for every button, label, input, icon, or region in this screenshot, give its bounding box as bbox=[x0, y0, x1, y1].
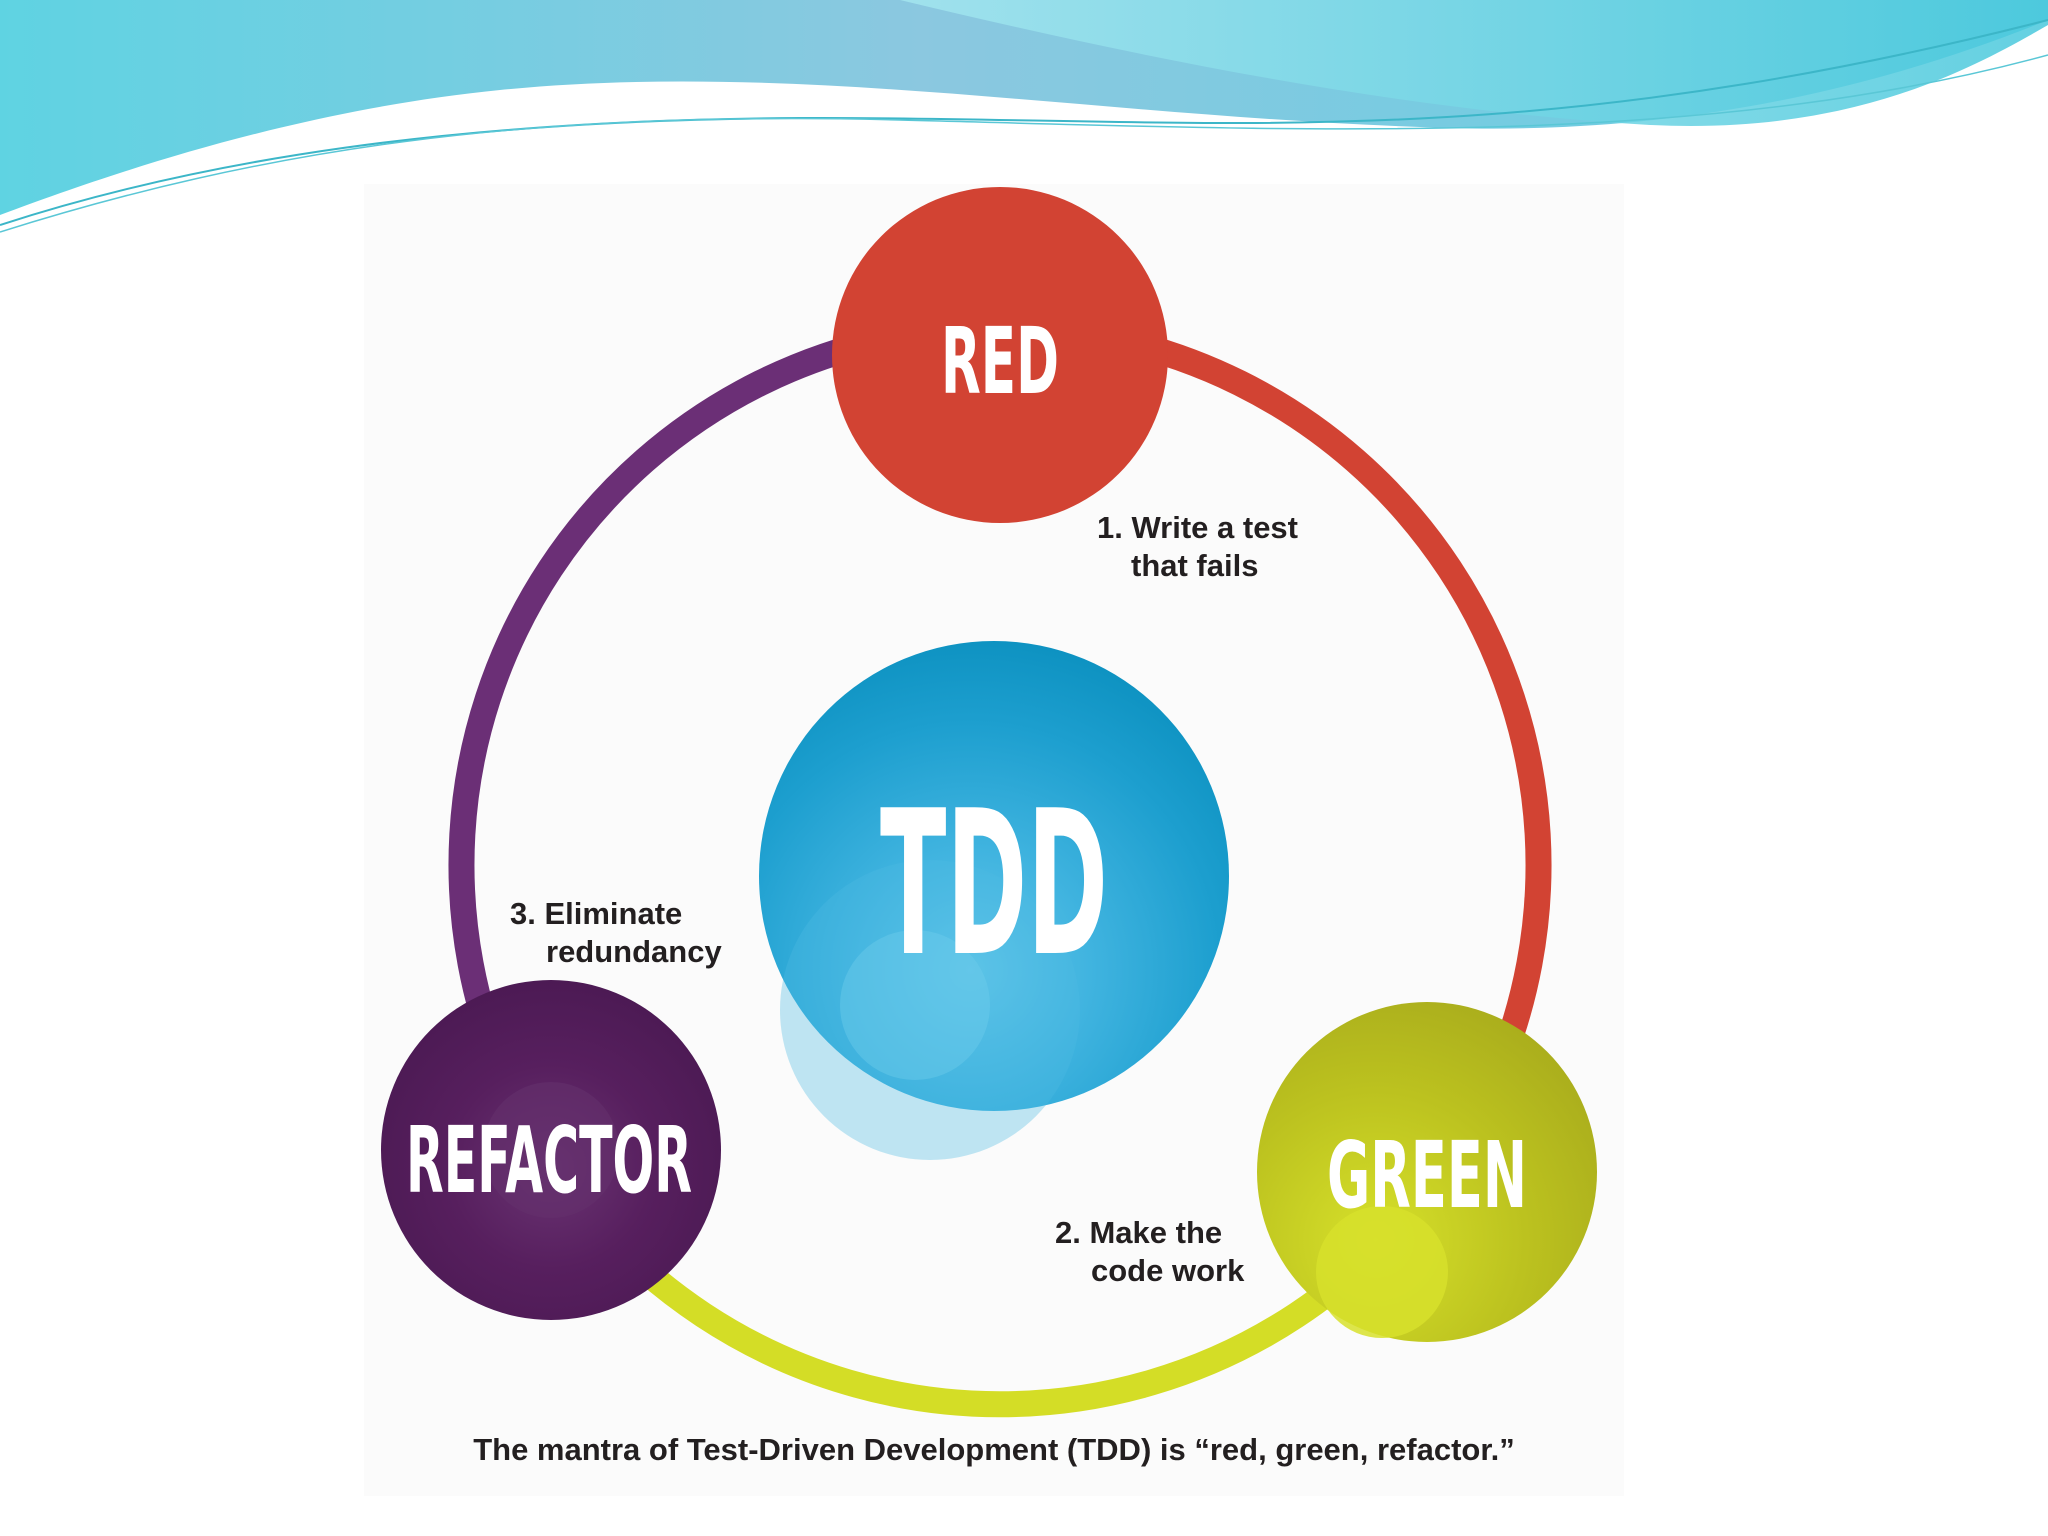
step3-line1: 3. Eliminate bbox=[510, 896, 682, 931]
red-label: RED bbox=[941, 308, 1059, 415]
figure-caption: The mantra of Test-Driven Development (T… bbox=[473, 1432, 1515, 1467]
tdd-label: TDD bbox=[880, 768, 1108, 1001]
wave-header-decoration bbox=[0, 0, 2048, 233]
refactor-label: REFACTOR bbox=[406, 1107, 692, 1214]
step2-line2: code work bbox=[1091, 1253, 1245, 1288]
refactor-node: REFACTOR bbox=[381, 980, 721, 1320]
step1-line2: that fails bbox=[1131, 548, 1258, 583]
step2-line1: 2. Make the bbox=[1055, 1215, 1222, 1250]
step3-line2: redundancy bbox=[546, 934, 722, 969]
red-node: RED bbox=[832, 187, 1168, 523]
step1-line1: 1. Write a test bbox=[1097, 510, 1298, 545]
green-label: GREEN bbox=[1327, 1122, 1527, 1229]
tdd-center-node: TDD bbox=[759, 641, 1229, 1160]
green-node: GREEN bbox=[1257, 1002, 1597, 1342]
